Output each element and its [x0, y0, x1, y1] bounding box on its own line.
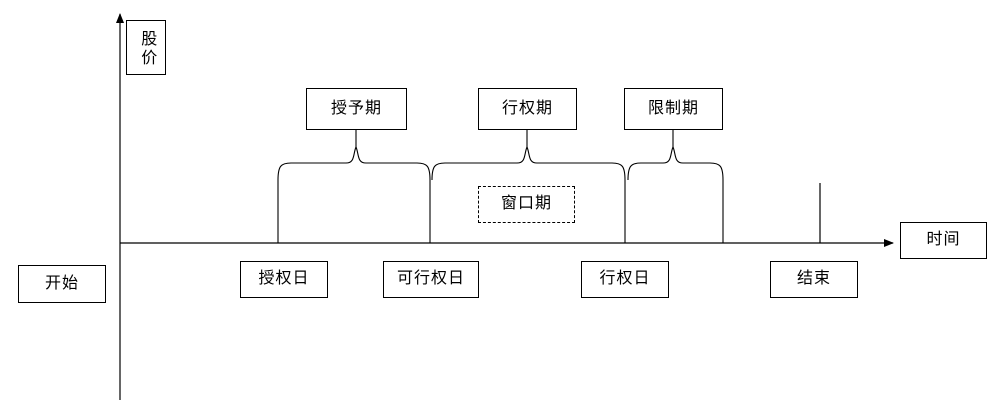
period-label-grant: 授予期 [306, 88, 407, 130]
milestone-label-start: 开始 [18, 265, 106, 303]
brace-exercise-period [431, 130, 626, 243]
milestone-label-end: 结束 [770, 261, 858, 298]
period-label-exercise: 行权期 [478, 88, 577, 130]
period-label-restriction: 限制期 [624, 88, 723, 130]
window-period-label: 窗口期 [478, 186, 575, 223]
x-axis-label: 时间 [900, 222, 987, 259]
brace-grant-period [277, 130, 431, 243]
milestone-label-exercise-date: 行权日 [581, 261, 669, 298]
y-axis-label: 股价 [126, 20, 166, 75]
brace-restriction-period [627, 130, 724, 243]
milestone-label-grant-date: 授权日 [240, 261, 328, 298]
milestone-label-exercisable-date: 可行权日 [383, 261, 479, 298]
